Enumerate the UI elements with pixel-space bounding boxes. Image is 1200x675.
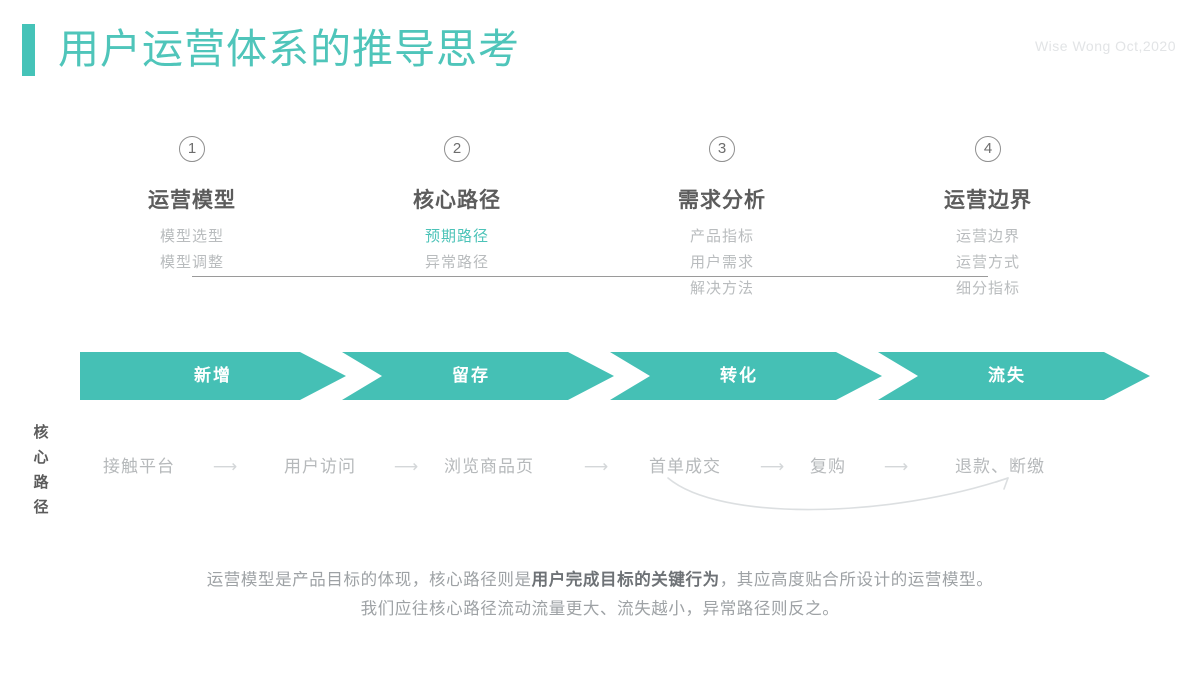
step-sublist: 运营边界 运营方式 细分指标: [878, 224, 1098, 302]
path-arrow-icon: ⟶: [393, 457, 419, 476]
core-path-vertical-label: 核 心 路 径: [30, 420, 52, 520]
funnel-chevron-band: 新增 留存 转化 流失: [0, 352, 1200, 400]
footer-text-a: 运营模型是产品目标的体现，核心路径则是: [206, 571, 532, 589]
path-loopback-arrow-icon: [667, 477, 1009, 511]
footer-text-c: ，其应高度贴合所设计的运营模型。: [719, 571, 994, 589]
path-node[interactable]: 接触平台: [103, 457, 175, 476]
step-number-badge: 4: [975, 136, 1001, 162]
funnel-stage-retention[interactable]: 留存: [342, 352, 614, 400]
funnel-stage-label: 转化: [720, 366, 758, 385]
title-accent-bar: [22, 24, 35, 76]
step-sub-item: 异常路径: [424, 254, 489, 271]
funnel-stage-label: 流失: [988, 366, 1026, 385]
step-heading: 需求分析: [678, 189, 766, 212]
step-sublist: 产品指标 用户需求 解决方法: [612, 224, 832, 302]
core-path-label-char: 核: [33, 424, 49, 441]
footer-text-emphasis: 用户完成目标的关键行为: [531, 571, 720, 589]
path-node[interactable]: 用户访问: [284, 457, 356, 476]
step-sub-item: 模型选型: [159, 228, 224, 245]
timeline-section: 1 运营模型 模型选型 模型调整 2 核心路径 预期路径 异常路径 3 需求分析…: [0, 128, 1200, 308]
core-path-node-row: 接触平台 ⟶ 用户访问 ⟶ 浏览商品页 ⟶ 首单成交 ⟶ 复购 ⟶ 退款、断缴: [0, 452, 1200, 486]
path-arrow-icon: ⟶: [212, 457, 238, 476]
funnel-stage-conversion[interactable]: 转化: [610, 352, 882, 400]
funnel-stage-label: 新增: [194, 366, 232, 385]
core-path-label-char: 径: [33, 499, 49, 516]
footer-note-line-1: 运营模型是产品目标的体现，核心路径则是用户完成目标的关键行为，其应高度贴合所设计…: [0, 566, 1200, 595]
step-sub-item: 解决方法: [689, 280, 754, 297]
page-title: 用户运营体系的推导思考: [58, 26, 520, 72]
step-sub-item: 用户需求: [689, 254, 754, 271]
core-path-label-char: 心: [33, 449, 49, 466]
timeline-connector-line: [192, 276, 988, 277]
path-node[interactable]: 首单成交: [649, 457, 721, 476]
step-sub-item: 细分指标: [955, 280, 1020, 297]
footer-note: 运营模型是产品目标的体现，核心路径则是用户完成目标的关键行为，其应高度贴合所设计…: [0, 566, 1200, 624]
step-sub-item: 运营边界: [955, 228, 1020, 245]
step-sub-item: 产品指标: [689, 228, 754, 245]
path-arrow-icon: ⟶: [883, 457, 909, 476]
step-heading: 运营边界: [944, 189, 1032, 212]
step-sublist: 预期路径 异常路径: [347, 224, 567, 276]
step-number-badge: 3: [709, 136, 735, 162]
step-heading: 核心路径: [413, 189, 501, 212]
path-node[interactable]: 退款、断缴: [955, 457, 1045, 476]
funnel-stage-label: 留存: [452, 366, 490, 385]
path-node[interactable]: 复购: [810, 457, 846, 476]
step-number-badge: 2: [444, 136, 470, 162]
step-number-badge: 1: [179, 136, 205, 162]
path-node[interactable]: 浏览商品页: [444, 457, 534, 476]
step-sub-item-highlighted: 预期路径: [424, 228, 489, 245]
footer-note-line-2: 我们应往核心路径流动流量更大、流失越小，异常路径则反之。: [360, 600, 840, 618]
author-date-byline: Wise Wong Oct,2020: [1034, 38, 1176, 54]
step-sub-item: 运营方式: [955, 254, 1020, 271]
core-path-label-char: 路: [33, 474, 49, 491]
funnel-stage-churn[interactable]: 流失: [878, 352, 1150, 400]
step-sublist: 模型选型 模型调整: [82, 224, 302, 276]
step-sub-item: 模型调整: [159, 254, 224, 271]
path-arrow-icon: ⟶: [583, 457, 609, 476]
funnel-stage-new[interactable]: 新增: [80, 352, 346, 400]
step-heading: 运营模型: [148, 189, 236, 212]
path-arrow-icon: ⟶: [759, 457, 785, 476]
